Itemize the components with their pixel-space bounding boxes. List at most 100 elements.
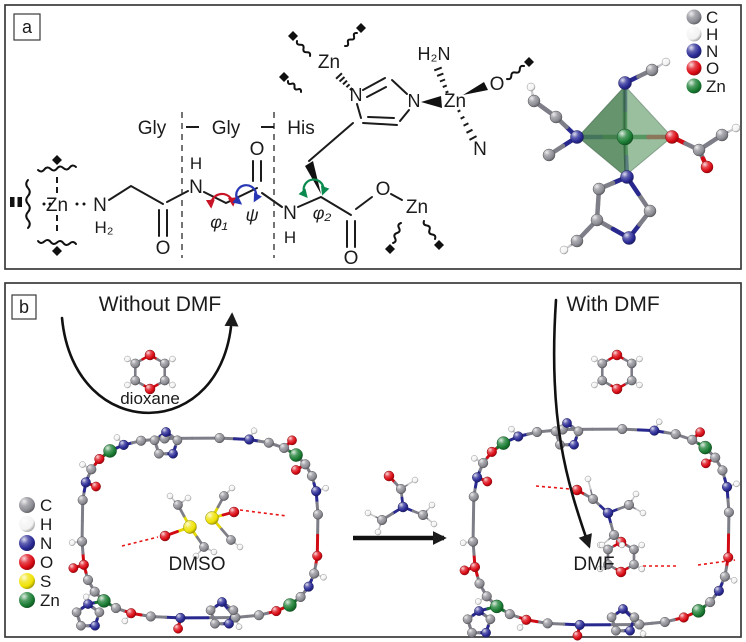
atom-C (527, 94, 541, 108)
legend-sphere-o (19, 554, 35, 570)
atom-N (574, 619, 585, 630)
coordination-dot (75, 202, 79, 206)
atom-N (569, 439, 579, 450)
atom-S (183, 520, 197, 534)
zn-imidazole-label: Zn (318, 52, 340, 73)
atom-C (77, 495, 88, 506)
atom-O (159, 530, 171, 542)
atom-C (77, 536, 88, 547)
atom-O (571, 484, 583, 496)
polymer-diamond (524, 57, 534, 67)
without-dmf-title: Without DMF (99, 293, 222, 316)
psi-label: ψ (245, 205, 258, 225)
atom-C (549, 110, 563, 124)
squiggle (286, 80, 303, 93)
atom-C (172, 435, 183, 446)
atom-C (214, 433, 225, 444)
gly1-o-label: O (156, 238, 171, 259)
atom-C (659, 616, 670, 628)
atom-C (710, 452, 721, 463)
atom-H (121, 617, 129, 625)
hydrogen-bond-dashes (121, 485, 736, 567)
wedge-bond-imidazole-zn (421, 96, 442, 108)
his-o-label: O (344, 248, 359, 269)
legend-label-h: H (706, 25, 718, 44)
atom-C (611, 625, 621, 636)
reaction-arrows (60, 298, 592, 549)
atom-N (168, 448, 178, 459)
wedge-bond-his-sidechain (305, 161, 321, 194)
atom-N (474, 606, 484, 616)
atom-C (295, 591, 306, 603)
legend-sphere-zn (686, 78, 702, 94)
atom-H (322, 484, 329, 492)
atom-H (733, 480, 740, 488)
crystal-structure-with-dmf (459, 418, 740, 641)
atom-H (250, 427, 258, 434)
octahedron-face (624, 84, 673, 178)
wedge-bond-zn-o (463, 82, 488, 95)
atom-C (542, 618, 553, 629)
atom-C (485, 614, 496, 625)
atom-N (118, 439, 129, 450)
squiggle (295, 40, 312, 57)
atom-Zn (496, 436, 511, 450)
atom-C (468, 491, 479, 502)
amine-h2-label: H₂ (95, 218, 114, 237)
legend-sphere-n (19, 535, 35, 551)
atom-H (639, 509, 647, 517)
zn-coordination-3d-model (526, 57, 741, 255)
legend-label-h: H (40, 515, 52, 534)
atom-O (287, 435, 297, 446)
atom-H (192, 552, 200, 560)
phi2-label: φ₂ (313, 203, 332, 223)
panel-b-label: b (19, 297, 29, 317)
legend-label-o: O (706, 59, 719, 78)
hash-tick (436, 72, 444, 77)
atom-C (154, 448, 164, 459)
amide2-h-label: H (284, 228, 296, 247)
atom-C (467, 627, 477, 638)
atom-H (636, 381, 643, 389)
atom-H (411, 476, 419, 484)
atom-O (312, 550, 323, 561)
squiggle (422, 220, 437, 240)
octahedron-face (577, 84, 626, 178)
atom-H (166, 492, 174, 500)
imidazole-n1-label: N (350, 85, 363, 105)
panel-b-frame (4, 282, 742, 638)
atom-C (687, 434, 698, 445)
atom-O (68, 563, 79, 573)
atom-C (723, 507, 734, 518)
atom-C (226, 535, 236, 545)
atom-C (715, 128, 729, 142)
atom-N (224, 618, 234, 629)
atom-C (173, 500, 183, 510)
atom-C (626, 375, 637, 386)
atom-O (615, 566, 627, 578)
hash-tick (445, 90, 449, 94)
amide2-n-label: N (283, 203, 297, 224)
atom-H (559, 245, 569, 255)
atom-H (235, 623, 243, 631)
atom-O (695, 427, 705, 438)
atom-N (311, 486, 322, 497)
atom-O (126, 608, 137, 619)
atom-H (661, 57, 671, 67)
polymer-squiggles (10, 23, 534, 256)
atom-O (723, 552, 734, 563)
atom-Zn (283, 598, 297, 612)
legend-sphere-h (686, 26, 702, 42)
atom-O (700, 160, 714, 174)
atom-Zn (691, 604, 706, 618)
atom-C (219, 491, 229, 501)
coordination-dot (42, 202, 46, 206)
squiggle (37, 239, 77, 246)
atom-O (144, 349, 156, 361)
residue-label-gly1: Gly (138, 118, 167, 139)
polymer-diamond (356, 23, 366, 33)
amide1-n-label: N (189, 177, 203, 198)
atom-O (700, 458, 711, 469)
atom-C (629, 559, 639, 570)
